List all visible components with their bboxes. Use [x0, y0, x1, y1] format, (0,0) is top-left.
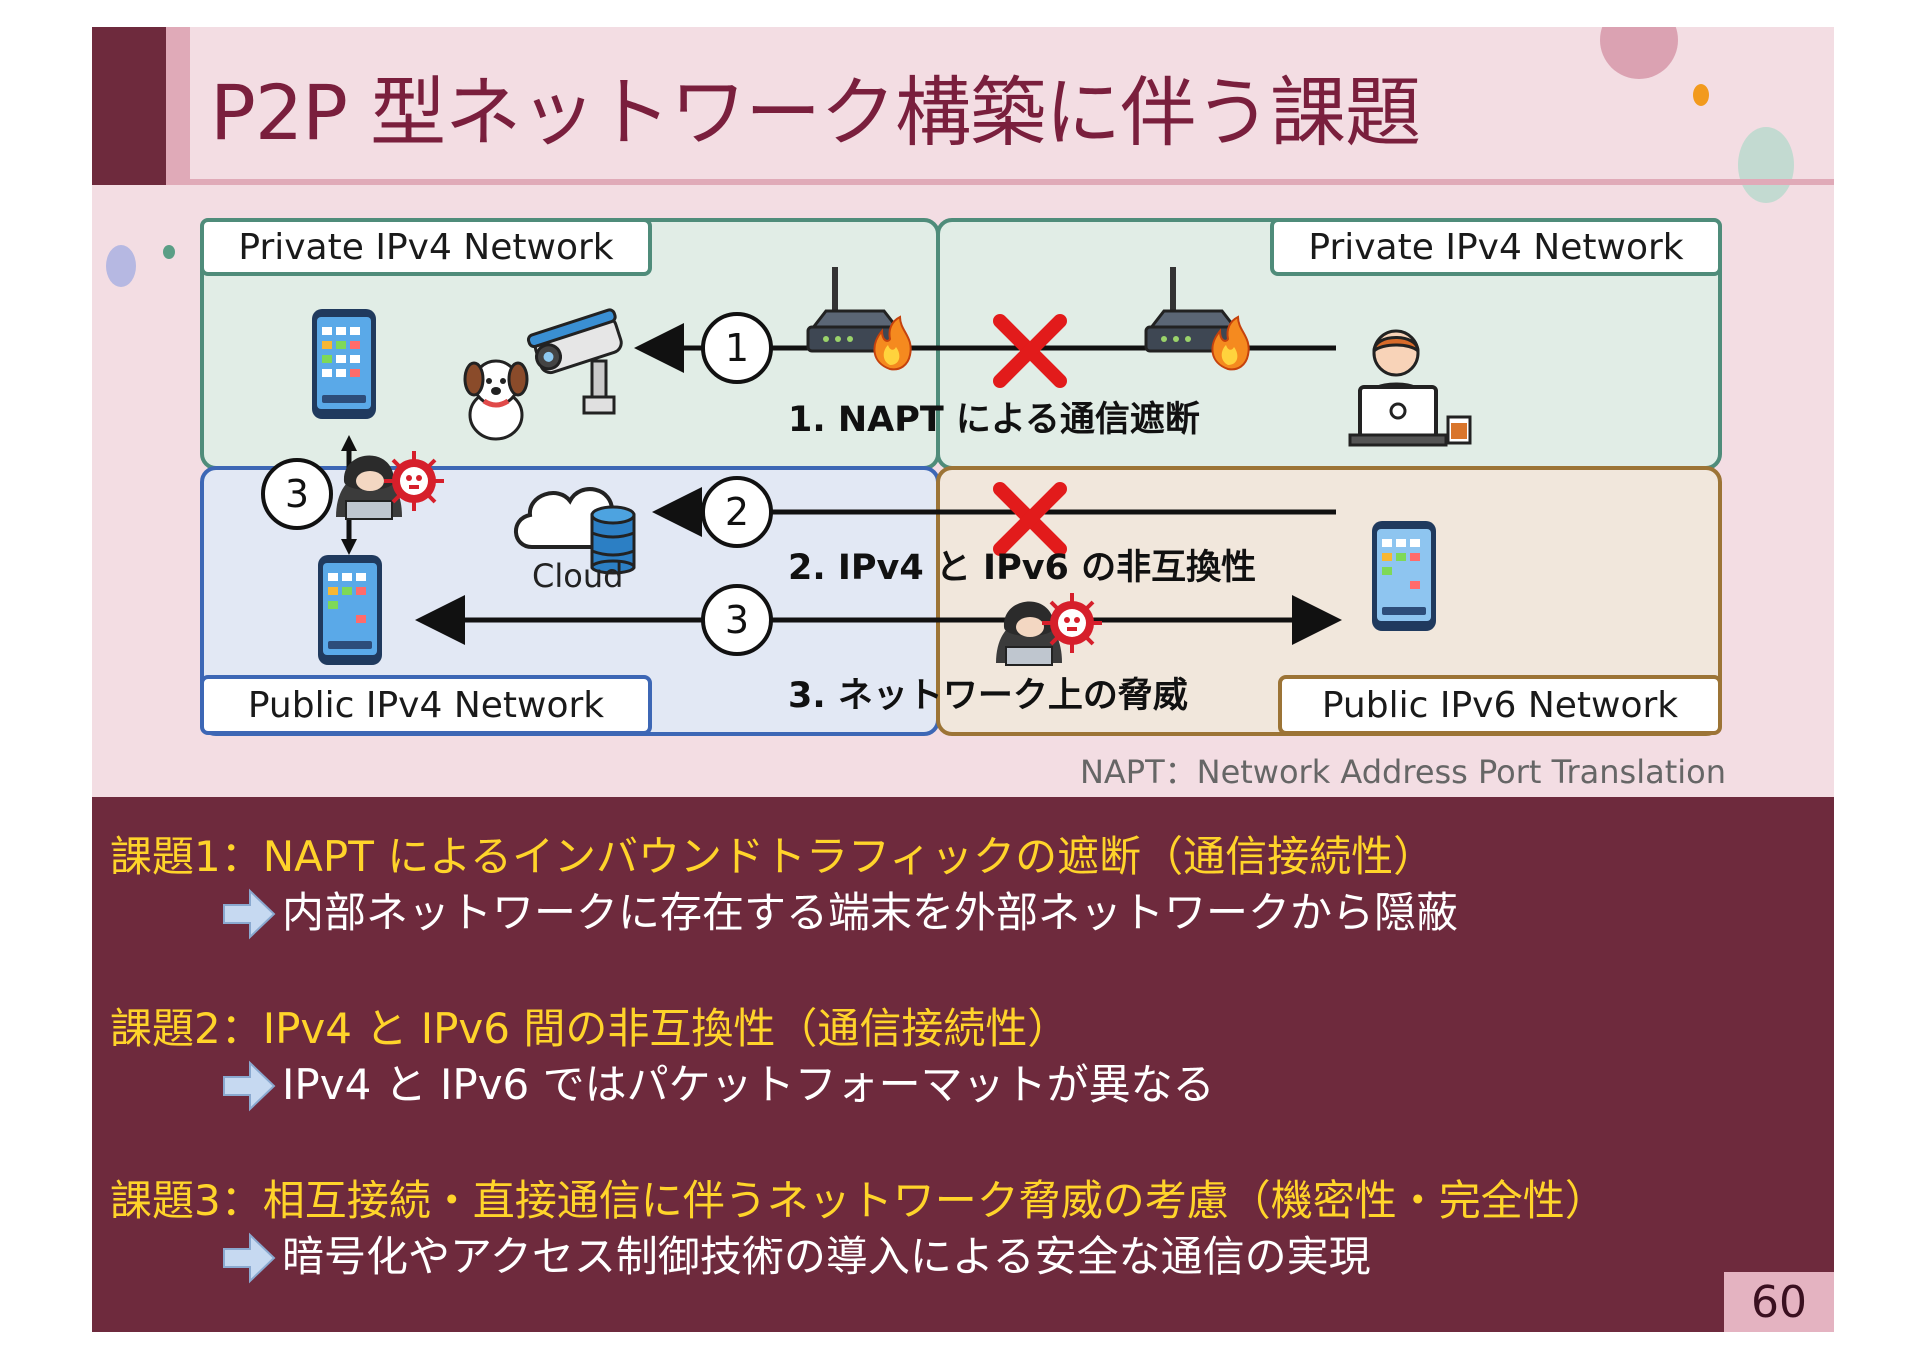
- issue-2-detail: IPv4 と IPv6 ではパケットフォーマットが異なる: [282, 1060, 1215, 1109]
- decor-dot: [1693, 84, 1709, 106]
- arrow-right-icon: [223, 1060, 276, 1112]
- smartphone-icon: [312, 309, 376, 419]
- page-number: 60: [1724, 1272, 1834, 1332]
- marker-1: 1: [701, 312, 773, 384]
- marker-3-mid-label: 3: [725, 598, 749, 642]
- marker-3-left-label: 3: [285, 472, 309, 516]
- decor-circle: [106, 245, 136, 287]
- hacker-virus-icon: [336, 451, 444, 520]
- zone-label-public-ipv6: Public IPv6 Network: [1278, 675, 1722, 735]
- zone-label-private-right: Private IPv4 Network: [1270, 218, 1722, 276]
- decor-dot: [163, 245, 175, 259]
- security-camera-icon: [526, 308, 623, 415]
- slide: P2P 型ネットワーク構築に伴う課題 Private IPv4 Network …: [92, 27, 1834, 1332]
- issues-panel: 課題1：NAPT によるインバウンドトラフィックの遮断（通信接続性） 内部ネット…: [92, 797, 1834, 1332]
- marker-1-label: 1: [725, 326, 749, 370]
- blocked-x-icon: [993, 482, 1067, 556]
- napt-abbreviation: NAPT：Network Address Port Translation: [1079, 753, 1726, 791]
- caption-ipv4-ipv6: 2. IPv4 と IPv6 の非互換性: [788, 548, 1257, 588]
- issue-3-title: 課題3：相互接続・直接通信に伴うネットワーク脅威の考慮（機密性・完全性）: [110, 1176, 1607, 1225]
- router-icon: [1144, 267, 1242, 353]
- issue-1-title: 課題1：NAPT によるインバウンドトラフィックの遮断（通信接続性）: [110, 832, 1436, 881]
- cloud-label: Cloud: [532, 557, 624, 595]
- fire-icon: [873, 315, 912, 371]
- router-icon: [806, 267, 904, 353]
- title-bar-dark: [92, 27, 166, 185]
- marker-3-left: 3: [261, 458, 333, 530]
- caption-network-threat: 3. ネットワーク上の脅威: [788, 676, 1188, 716]
- cloud-database-icon: [514, 487, 636, 575]
- hacker-virus-icon: [996, 593, 1102, 666]
- laptop-user-icon: [1348, 329, 1472, 447]
- smartphone-icon: [1372, 521, 1436, 631]
- caption-napt-block: 1. NAPT による通信遮断: [788, 400, 1200, 440]
- marker-3-mid: 3: [701, 584, 773, 656]
- zone-label-private-left: Private IPv4 Network: [200, 218, 652, 276]
- diagram: 1 2 3 3: [261, 267, 1472, 666]
- dog-icon: [463, 359, 529, 441]
- smartphone-icon: [318, 555, 382, 665]
- decor-circle: [1738, 127, 1794, 203]
- marker-2-label: 2: [725, 490, 749, 534]
- zone-label-public-ipv4: Public IPv4 Network: [200, 675, 652, 735]
- title-underline: [190, 179, 1834, 185]
- arrow-right-icon: [223, 1232, 276, 1284]
- issue-1-detail: 内部ネットワークに存在する端末を外部ネットワークから隠蔽: [282, 888, 1459, 937]
- arrow-right-icon: [223, 888, 276, 940]
- issue-2-title: 課題2：IPv4 と IPv6 間の非互換性（通信接続性）: [110, 1004, 1070, 1053]
- blocked-x-icon: [993, 314, 1067, 388]
- page-title: P2P 型ネットワーク構築に伴う課題: [210, 68, 1421, 157]
- fire-icon: [1211, 315, 1250, 371]
- title-bar-light: [166, 27, 190, 185]
- marker-2: 2: [701, 476, 773, 548]
- issue-3-detail: 暗号化やアクセス制御技術の導入による安全な通信の実現: [282, 1232, 1371, 1281]
